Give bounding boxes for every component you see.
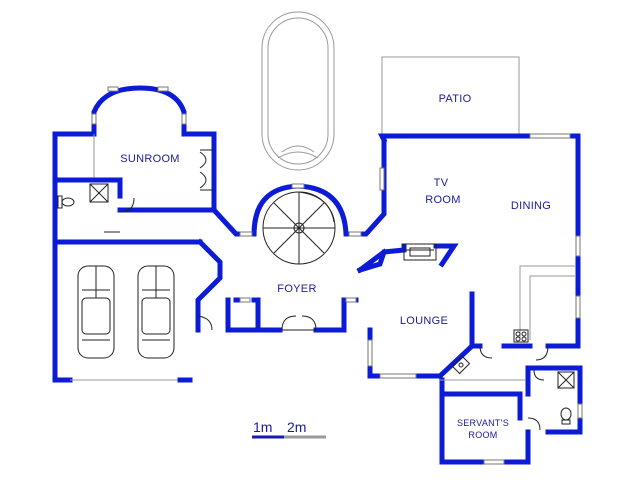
front-door xyxy=(281,315,317,331)
room-label-tv-room-line1: TV xyxy=(434,177,449,189)
car-icon xyxy=(77,265,115,359)
fireplace-icon xyxy=(403,243,437,261)
sunroom-door xyxy=(199,149,214,191)
car-icon xyxy=(137,265,175,359)
spiral-staircase xyxy=(262,191,336,265)
room-label-tv-room-line2: ROOM xyxy=(425,194,460,206)
sunroom-walls xyxy=(52,85,217,235)
guest-bathroom xyxy=(52,177,135,233)
room-label-sunroom: SUNROOM xyxy=(120,153,180,165)
scale-label-2m: 2m xyxy=(287,419,306,435)
room-label-foyer: FOYER xyxy=(277,283,316,295)
living-walls xyxy=(356,133,581,380)
servants-quarters xyxy=(439,365,583,465)
patio-area xyxy=(381,56,520,136)
pool xyxy=(261,11,335,171)
room-label-patio: PATIO xyxy=(439,93,472,105)
sink-icon xyxy=(451,355,471,375)
scale-label-1m: 1m xyxy=(253,419,272,435)
scale-bar: 1m 2m xyxy=(252,419,326,439)
room-label-lounge: LOUNGE xyxy=(400,315,448,327)
kitchen-counter xyxy=(479,265,576,361)
room-label-servants-room-line1: SERVANT'S xyxy=(457,418,509,428)
room-label-dining: DINING xyxy=(511,200,551,212)
room-label-servants-room-line2: ROOM xyxy=(468,430,497,440)
garage xyxy=(52,229,223,383)
servants-bathroom xyxy=(533,369,575,425)
foyer-walls xyxy=(210,137,443,379)
